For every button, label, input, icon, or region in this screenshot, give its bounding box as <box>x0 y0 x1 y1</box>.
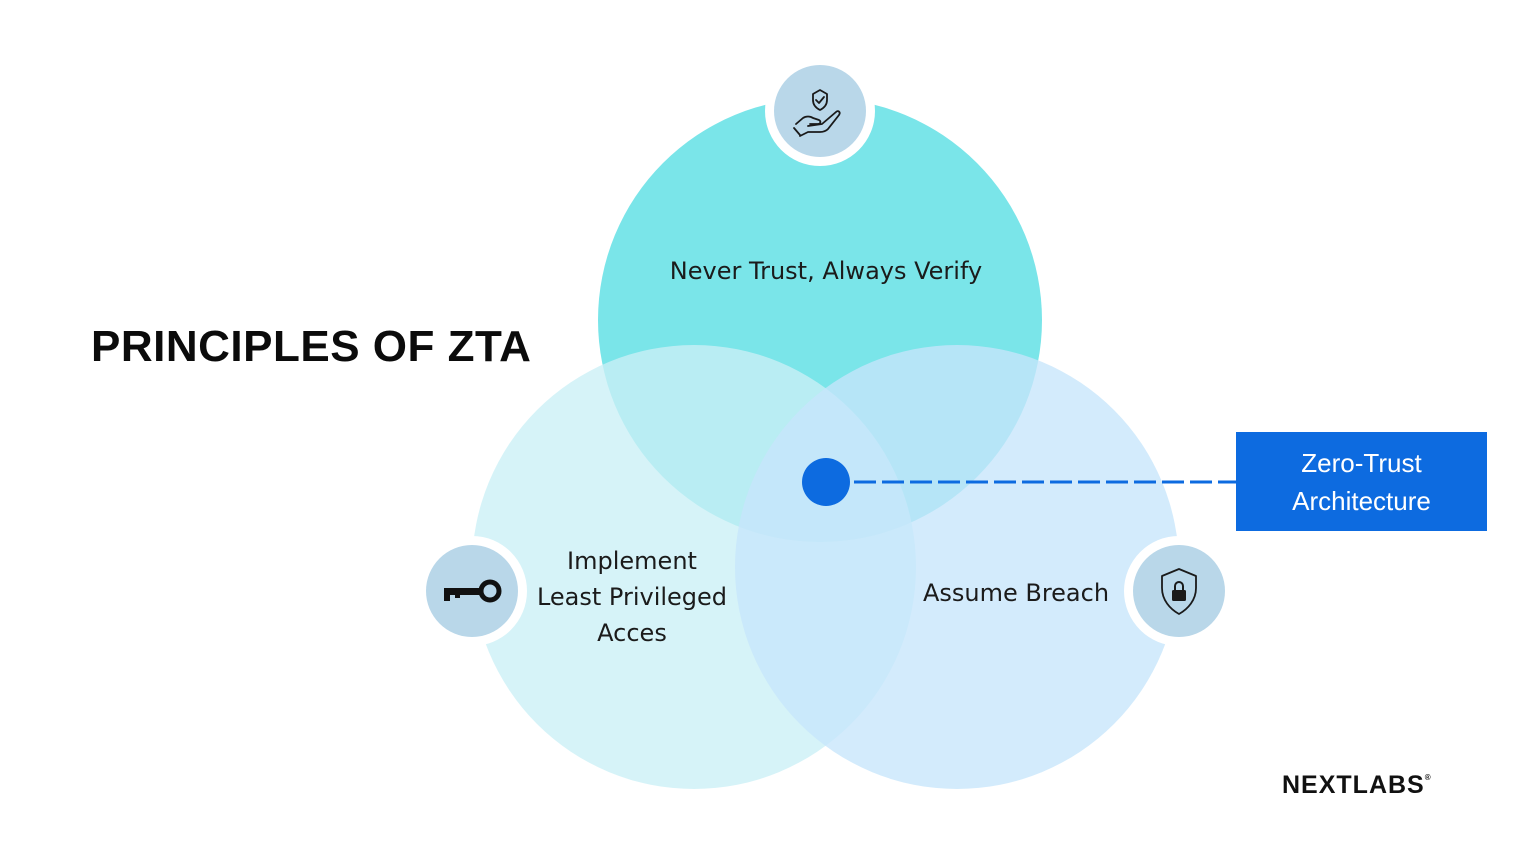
label-least-line-1: Implement <box>567 547 697 575</box>
zta-callout: Zero-Trust Architecture <box>1236 432 1487 531</box>
zta-callout-line-2: Architecture <box>1292 485 1431 516</box>
circle-assume-breach <box>735 345 1179 789</box>
brand-name: NEXTLABS <box>1282 771 1425 799</box>
shield-lock-icon <box>1161 568 1197 615</box>
registered-mark: ® <box>1424 773 1431 782</box>
zta-callout-line-1: Zero-Trust <box>1301 447 1422 478</box>
label-least-line-3: Acces <box>597 619 667 647</box>
key-icon <box>444 579 502 603</box>
label-never-trust: Never Trust, Always Verify <box>670 257 982 285</box>
label-assume-breach: Assume Breach <box>923 579 1109 607</box>
badge-breach <box>1124 536 1234 646</box>
nextlabs-logo: NEXTLABS® <box>1282 771 1431 800</box>
center-dot <box>802 458 850 506</box>
label-least-line-2: Least Privileged <box>537 583 727 611</box>
badge-least <box>417 536 527 646</box>
hand-shield-check-icon <box>793 89 841 137</box>
page-title: PRINCIPLES OF ZTA <box>91 322 532 371</box>
badge-verify <box>765 56 875 166</box>
